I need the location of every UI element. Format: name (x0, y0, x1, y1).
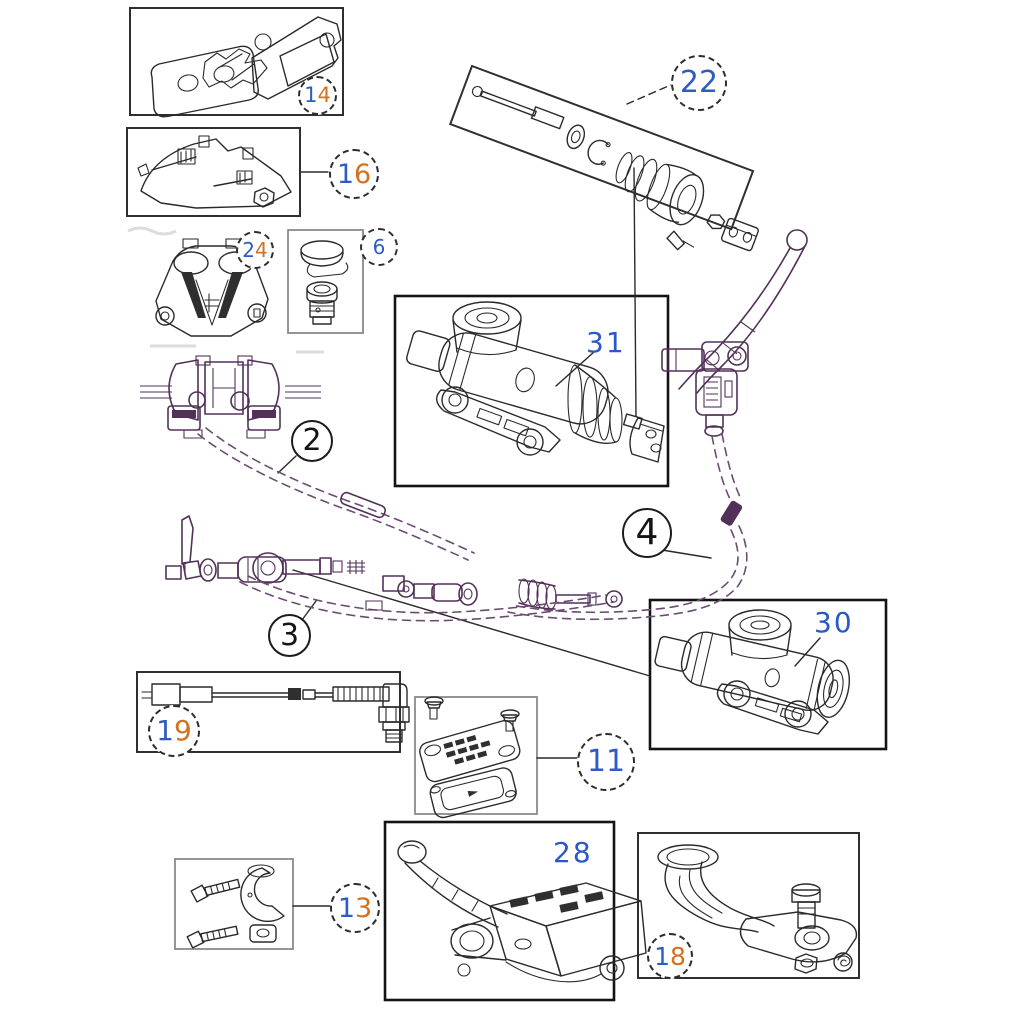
part-brake-rod-junction (165, 515, 623, 622)
callout-6[interactable]: 6 (360, 228, 398, 266)
part-cap-and-bleeder (300, 240, 349, 325)
label-31[interactable]: 31 (586, 326, 626, 359)
part-caliper-top-view (140, 355, 475, 561)
part-hand-brake-lever (507, 229, 808, 621)
box-6 (287, 229, 364, 334)
box-31 (393, 294, 670, 488)
callout-22-label: 22 (679, 65, 719, 100)
part-clamp-and-bolts (186, 864, 285, 949)
box-13 (174, 858, 294, 950)
label-28[interactable]: 28 (553, 836, 593, 869)
callout-16-digit-2: 6 (354, 158, 372, 190)
callout-4-label: 4 (635, 512, 659, 553)
callout-4[interactable]: 4 (622, 508, 672, 558)
box-16 (126, 127, 301, 217)
box-30 (648, 598, 888, 751)
callout-16-digit-1: 1 (336, 158, 354, 190)
callout-14-digit-2: 4 (317, 83, 331, 107)
part-reservoir-cover (419, 696, 521, 819)
callout-18-digit-1: 1 (654, 941, 670, 971)
callout-3[interactable]: 3 (268, 614, 311, 657)
callout-14-digit-1: 1 (304, 83, 318, 107)
part-brake-pads (150, 16, 342, 118)
callout-2-label: 2 (302, 423, 322, 458)
part-master-cylinder-31 (406, 301, 665, 463)
part-caliper-bracket (137, 135, 292, 209)
callout-19-digit-1: 1 (156, 714, 174, 747)
callout-6-label: 6 (372, 235, 386, 259)
part-thumb-lever-mc (397, 840, 647, 983)
box-18 (637, 832, 860, 979)
box-19 (136, 671, 401, 753)
detail-boxes (126, 7, 888, 1002)
callout-3-label: 3 (279, 617, 300, 653)
part-master-cylinder-30 (654, 609, 851, 735)
callout-19-digit-2: 9 (174, 714, 192, 747)
callout-11-label: 11 (586, 744, 626, 779)
callout-13-digit-1: 1 (337, 892, 355, 924)
box-11 (414, 696, 538, 815)
watermark-marks (127, 226, 324, 354)
box-22 (449, 64, 755, 231)
callout-18-digit-2: 8 (670, 941, 686, 971)
callout-13-digit-2: 3 (355, 892, 373, 924)
box-14 (129, 7, 344, 116)
callout-2[interactable]: 2 (291, 420, 333, 462)
label-30[interactable]: 30 (814, 606, 854, 639)
callout-24-digit-1: 2 (242, 238, 255, 262)
callout-22[interactable]: 22 (671, 55, 727, 111)
box-28 (383, 820, 616, 1002)
part-brake-pedal (657, 844, 858, 974)
leader-lines (277, 83, 821, 907)
part-pushrod-kit (471, 85, 759, 252)
callout-24-digit-2: 4 (255, 238, 268, 262)
part-brake-caliper-front (155, 238, 269, 337)
callout-11[interactable]: 11 (577, 733, 635, 791)
part-brake-switch (141, 683, 410, 743)
